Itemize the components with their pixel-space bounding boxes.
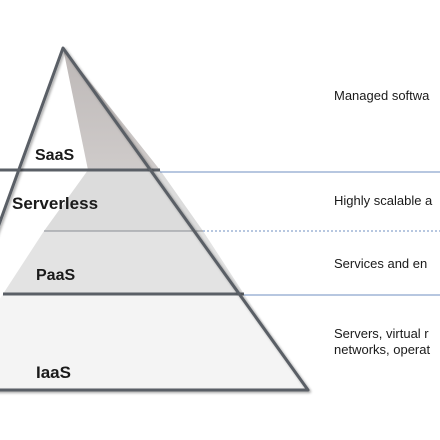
serverless-label: Serverless xyxy=(12,194,99,213)
iaas-label: IaaS xyxy=(36,363,71,382)
iaas-tier xyxy=(0,294,308,390)
serverless-description: Highly scalable a xyxy=(334,193,433,208)
saas-label: SaaS xyxy=(35,147,75,164)
serverless-tier xyxy=(44,170,203,231)
paas-description: Services and en xyxy=(334,256,428,271)
saas-tier xyxy=(63,48,160,170)
pyramid-outline xyxy=(0,46,310,392)
iaas-description-line-1: Servers, virtual r xyxy=(334,326,429,341)
paas-tier xyxy=(3,231,244,294)
saas-description: Managed softwa xyxy=(334,88,430,103)
paas-label: PaaS xyxy=(36,267,76,284)
iaas-description-line-2: networks, operat xyxy=(334,342,431,357)
